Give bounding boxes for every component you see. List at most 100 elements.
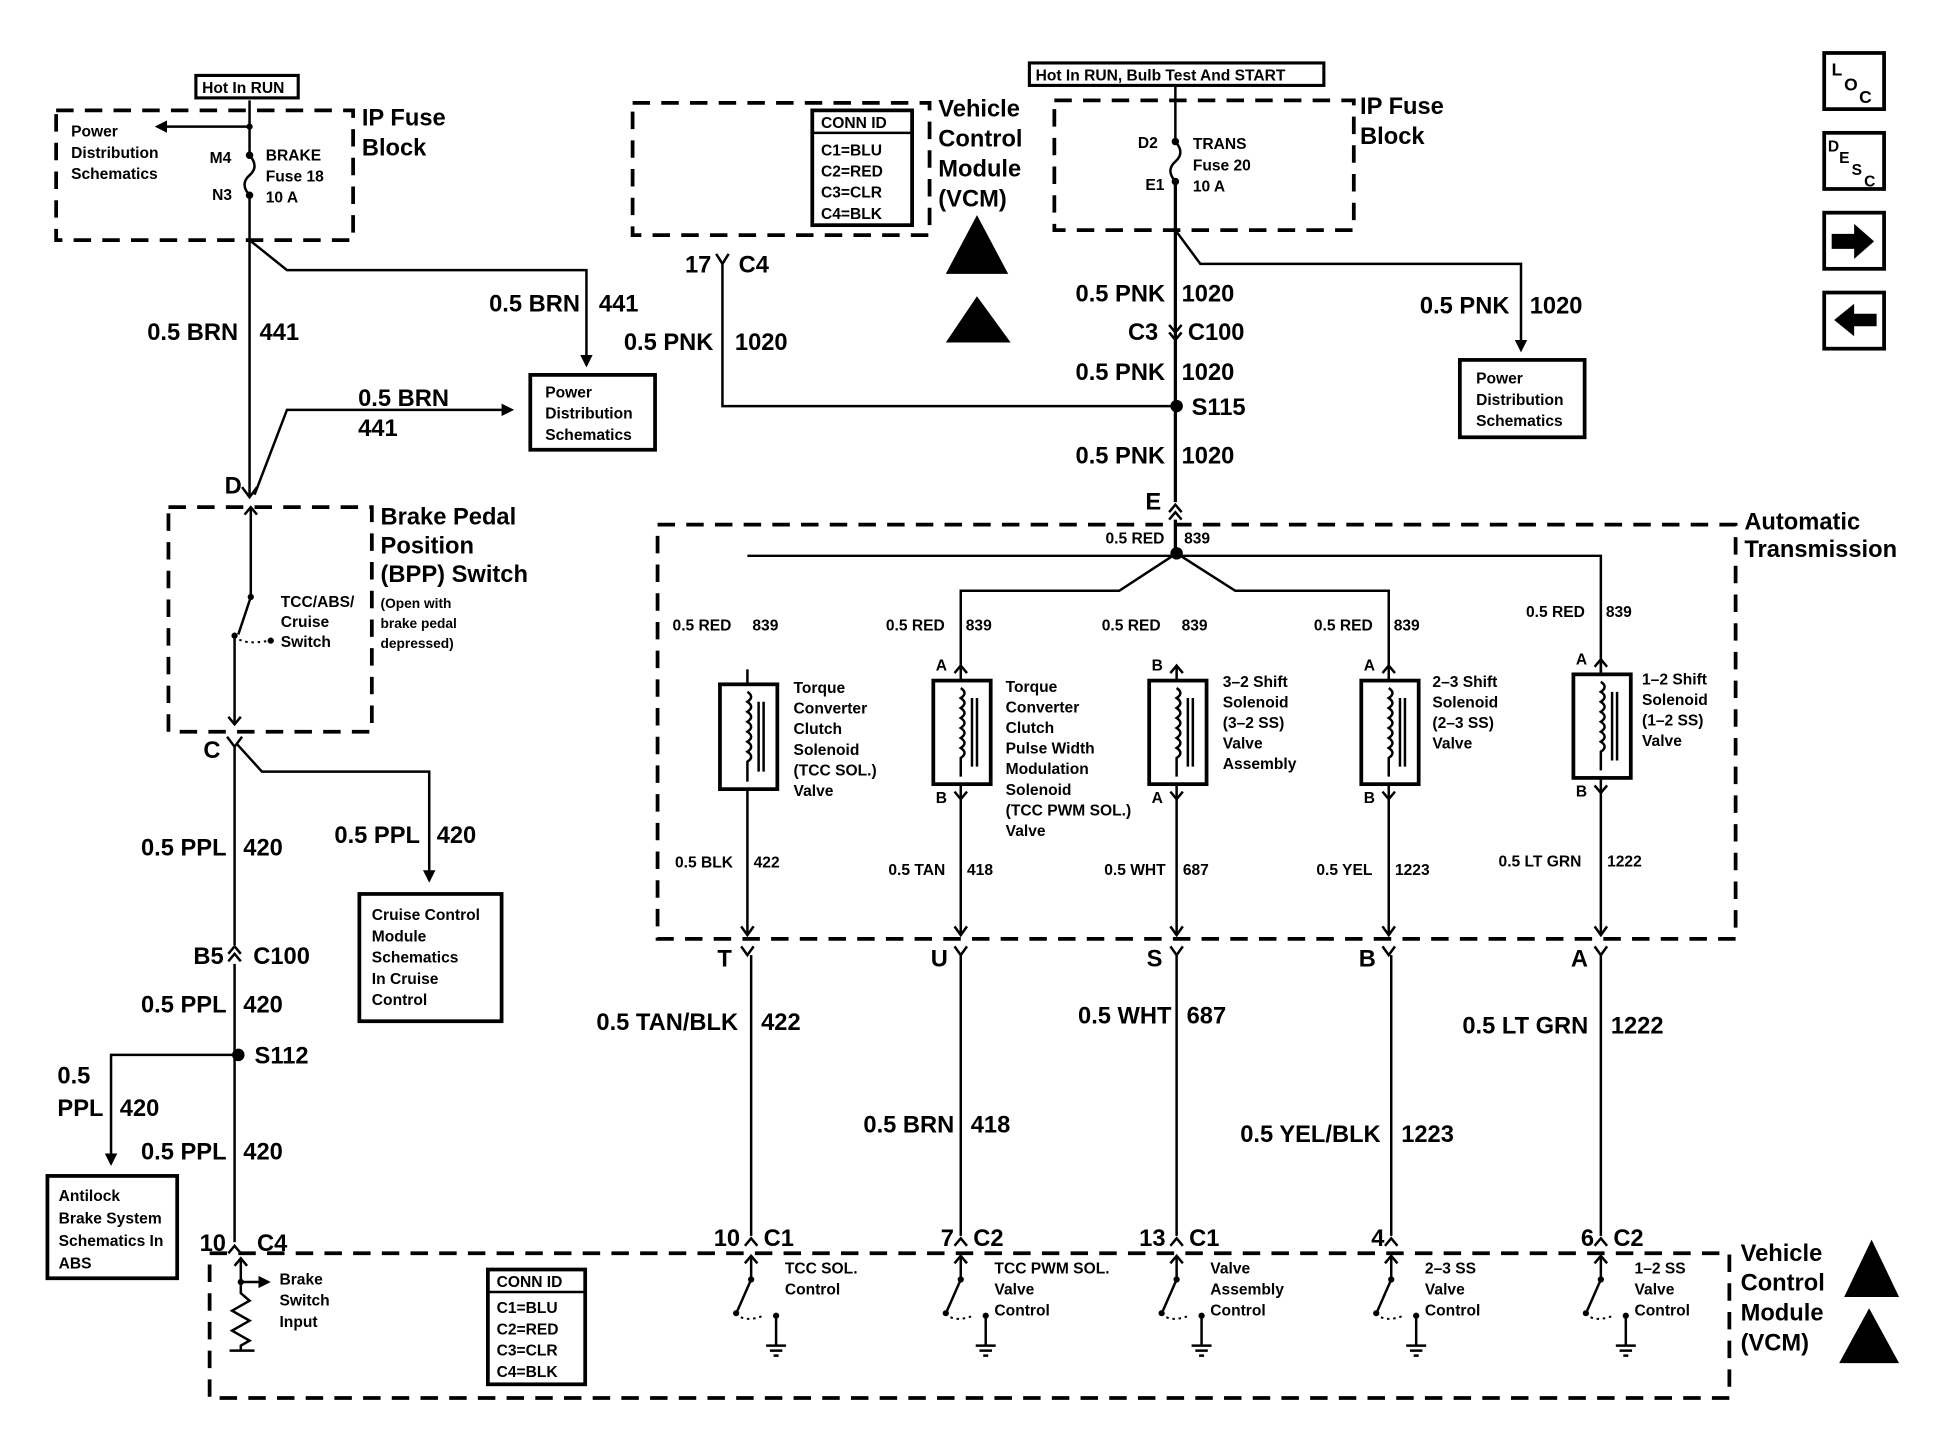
svg-text:A: A (1576, 651, 1587, 668)
svg-text:0.5 RED: 0.5 RED (1105, 530, 1164, 547)
next-page-button[interactable] (1822, 210, 1886, 271)
svg-text:839: 839 (1606, 604, 1632, 621)
svg-text:420: 420 (437, 823, 477, 849)
svg-text:Schematics In: Schematics In (59, 1233, 164, 1250)
brake-fuse-icon (243, 154, 256, 197)
svg-text:1–2 SS: 1–2 SS (1635, 1260, 1686, 1277)
pd-ref-left[interactable]: Power (71, 124, 118, 141)
svg-text:0.5 BRN: 0.5 BRN (358, 386, 449, 412)
svg-text:6: 6 (1581, 1226, 1594, 1252)
svg-text:C100: C100 (1188, 320, 1245, 346)
svg-text:Control: Control (1210, 1303, 1265, 1320)
svg-text:10 A: 10 A (1193, 178, 1225, 195)
svg-text:E: E (1145, 490, 1161, 516)
svg-text:Valve: Valve (1425, 1281, 1465, 1298)
svg-text:17: 17 (685, 253, 711, 279)
ground-icon (975, 1344, 996, 1357)
pd-ref-box-2[interactable]: Power Distribution Schematics (1457, 358, 1587, 440)
svg-text:(VCM): (VCM) (938, 186, 1006, 212)
svg-text:Pulse Width: Pulse Width (1006, 741, 1095, 758)
svg-text:Distribution: Distribution (545, 406, 632, 423)
svg-text:1020: 1020 (1182, 443, 1235, 469)
prev-page-button[interactable] (1822, 290, 1886, 351)
svg-text:CONN ID: CONN ID (821, 115, 887, 132)
svg-text:C1=BLU: C1=BLU (497, 1300, 558, 1317)
svg-text:2–3 Shift: 2–3 Shift (1432, 674, 1497, 691)
svg-text:depressed): depressed) (381, 636, 454, 651)
svg-text:IP Fuse: IP Fuse (1360, 94, 1444, 120)
svg-text:A: A (1571, 946, 1588, 972)
svg-text:E: E (1839, 150, 1849, 167)
svg-text:441: 441 (599, 291, 639, 317)
conn-id-table-top: CONN ID C1=BLU C2=RED C3=CLR C4=BLK (810, 108, 914, 228)
svg-text:1222: 1222 (1611, 1014, 1664, 1040)
bpp-switch-block (166, 505, 374, 734)
vcm-driver-0: TCC SOL.Control (733, 1253, 858, 1357)
right-arrow-icon (1831, 223, 1875, 259)
svg-text:Control: Control (1425, 1303, 1480, 1320)
svg-text:Fuse 20: Fuse 20 (1193, 157, 1251, 174)
svg-text:Transmission: Transmission (1744, 537, 1897, 563)
svg-text:420: 420 (243, 835, 283, 861)
svg-text:Block: Block (362, 135, 427, 161)
pd-ref-box-1[interactable]: Power Distribution Schematics (528, 373, 657, 452)
svg-text:0.5 YEL/BLK: 0.5 YEL/BLK (1240, 1122, 1380, 1148)
svg-text:0.5 TAN/BLK: 0.5 TAN/BLK (596, 1010, 738, 1036)
left-ip-fuse-block (54, 108, 355, 243)
svg-text:3–2 Shift: 3–2 Shift (1223, 674, 1288, 691)
svg-text:0.5 PNK: 0.5 PNK (1076, 443, 1166, 469)
svg-text:Solenoid: Solenoid (1006, 782, 1072, 799)
svg-text:Control: Control (938, 127, 1022, 153)
svg-text:C: C (1859, 87, 1872, 107)
svg-text:C2: C2 (973, 1226, 1003, 1252)
vcm-bottom-block (207, 1251, 1732, 1400)
svg-text:422: 422 (761, 1010, 801, 1036)
svg-text:0.5 BRN: 0.5 BRN (147, 320, 238, 346)
svg-text:B5: B5 (193, 944, 223, 970)
svg-text:E1: E1 (1145, 177, 1164, 194)
svg-text:TCC SOL.: TCC SOL. (785, 1260, 858, 1277)
svg-text:TCC/ABS/: TCC/ABS/ (281, 594, 355, 611)
svg-text:0.5 PPL: 0.5 PPL (141, 992, 227, 1018)
svg-text:420: 420 (120, 1096, 160, 1122)
svg-text:Cruise Control: Cruise Control (372, 907, 480, 924)
svg-text:0.5 PPL: 0.5 PPL (141, 1140, 227, 1166)
svg-text:Switch: Switch (279, 1293, 329, 1310)
svg-text:U: U (931, 946, 948, 972)
svg-text:839: 839 (966, 618, 992, 635)
desc-button[interactable]: D E S C (1822, 130, 1886, 191)
svg-text:Schematics: Schematics (545, 427, 632, 444)
svg-text:Power: Power (545, 384, 592, 401)
svg-text:B: B (1359, 946, 1376, 972)
cruise-control-ref-box[interactable]: Cruise Control Module Schematics In Crui… (357, 892, 504, 1024)
svg-text:Cruise: Cruise (281, 614, 330, 631)
svg-text:0.5 RED: 0.5 RED (673, 618, 732, 635)
svg-text:B: B (1576, 784, 1587, 801)
svg-text:ABS: ABS (59, 1255, 92, 1272)
abs-ref-box[interactable]: Antilock Brake System Schematics In ABS (45, 1174, 180, 1281)
svg-text:Converter: Converter (1006, 699, 1080, 716)
svg-text:687: 687 (1187, 1004, 1227, 1030)
svg-text:Antilock: Antilock (59, 1188, 121, 1205)
svg-text:D2: D2 (1138, 135, 1158, 152)
svg-text:Modulation: Modulation (1006, 761, 1089, 778)
loc-button[interactable]: L O C (1822, 51, 1886, 111)
svg-text:Control: Control (1635, 1303, 1690, 1320)
svg-text:Control: Control (372, 992, 427, 1009)
solenoid-coil-icon (1598, 680, 1606, 771)
svg-text:Valve: Valve (1223, 736, 1263, 753)
svg-text:Brake System: Brake System (59, 1210, 162, 1227)
c100-connector-icon (227, 944, 242, 963)
trans-fuse-icon (1169, 140, 1182, 183)
svg-text:C4: C4 (739, 253, 770, 279)
svg-text:0.5 PNK: 0.5 PNK (624, 330, 714, 356)
svg-text:Distribution: Distribution (71, 145, 158, 162)
svg-text:S112: S112 (255, 1044, 309, 1070)
svg-text:Position: Position (381, 533, 474, 559)
